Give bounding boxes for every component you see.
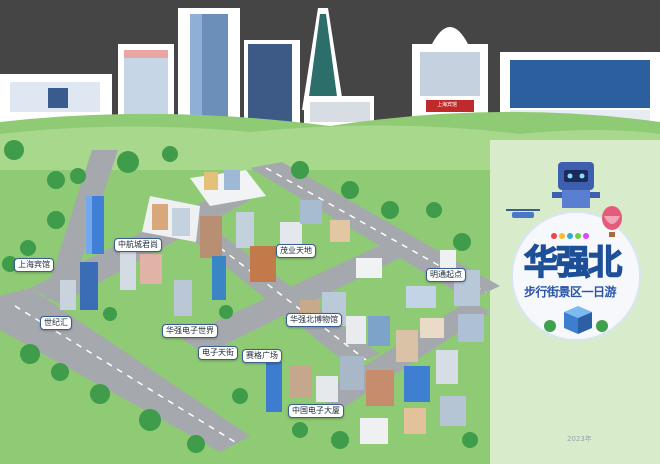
landmark-electronics-paradise[interactable]: 电子天街: [198, 346, 238, 360]
landmark-huaqiangbei-museum[interactable]: 华强北博物馆: [286, 313, 342, 327]
robot-mascot: [552, 162, 600, 208]
trees: [2, 140, 478, 453]
title-badge: [511, 211, 641, 341]
landmark-mingtong-start[interactable]: 明通起点: [426, 268, 466, 282]
map-title: 华强北: [523, 243, 623, 283]
landmark-huaqiang-electronics-world[interactable]: 华强电子世界: [162, 324, 218, 338]
landmark-maoye-tiandi[interactable]: 茂业天地: [276, 244, 316, 258]
tall-tower-teal: [212, 256, 226, 300]
landmark-zhonghang-plaza[interactable]: 中航城君尚: [114, 238, 162, 252]
tall-tower-south: [266, 362, 282, 412]
map-subtitle: 步行街景区一日游: [523, 285, 617, 299]
drone-icon: [506, 209, 540, 218]
badge-circle: [512, 212, 640, 340]
landmark-china-electronics-tower[interactable]: 中国电子大厦: [288, 404, 344, 418]
landmark-saige-square[interactable]: 赛格广场: [242, 349, 282, 363]
year-note: 2023年: [567, 435, 592, 443]
location-pins: [551, 233, 589, 239]
city-blocks: [60, 170, 484, 444]
landmark-shanghai-hotel[interactable]: 上海宾馆: [14, 258, 54, 272]
skyline-hotel-sign: 上海宾馆: [437, 102, 458, 108]
isometric-cube-icon: [544, 306, 608, 334]
hot-air-balloon-icon: [602, 206, 622, 237]
landmark-shijihui[interactable]: 世纪汇: [40, 316, 72, 330]
